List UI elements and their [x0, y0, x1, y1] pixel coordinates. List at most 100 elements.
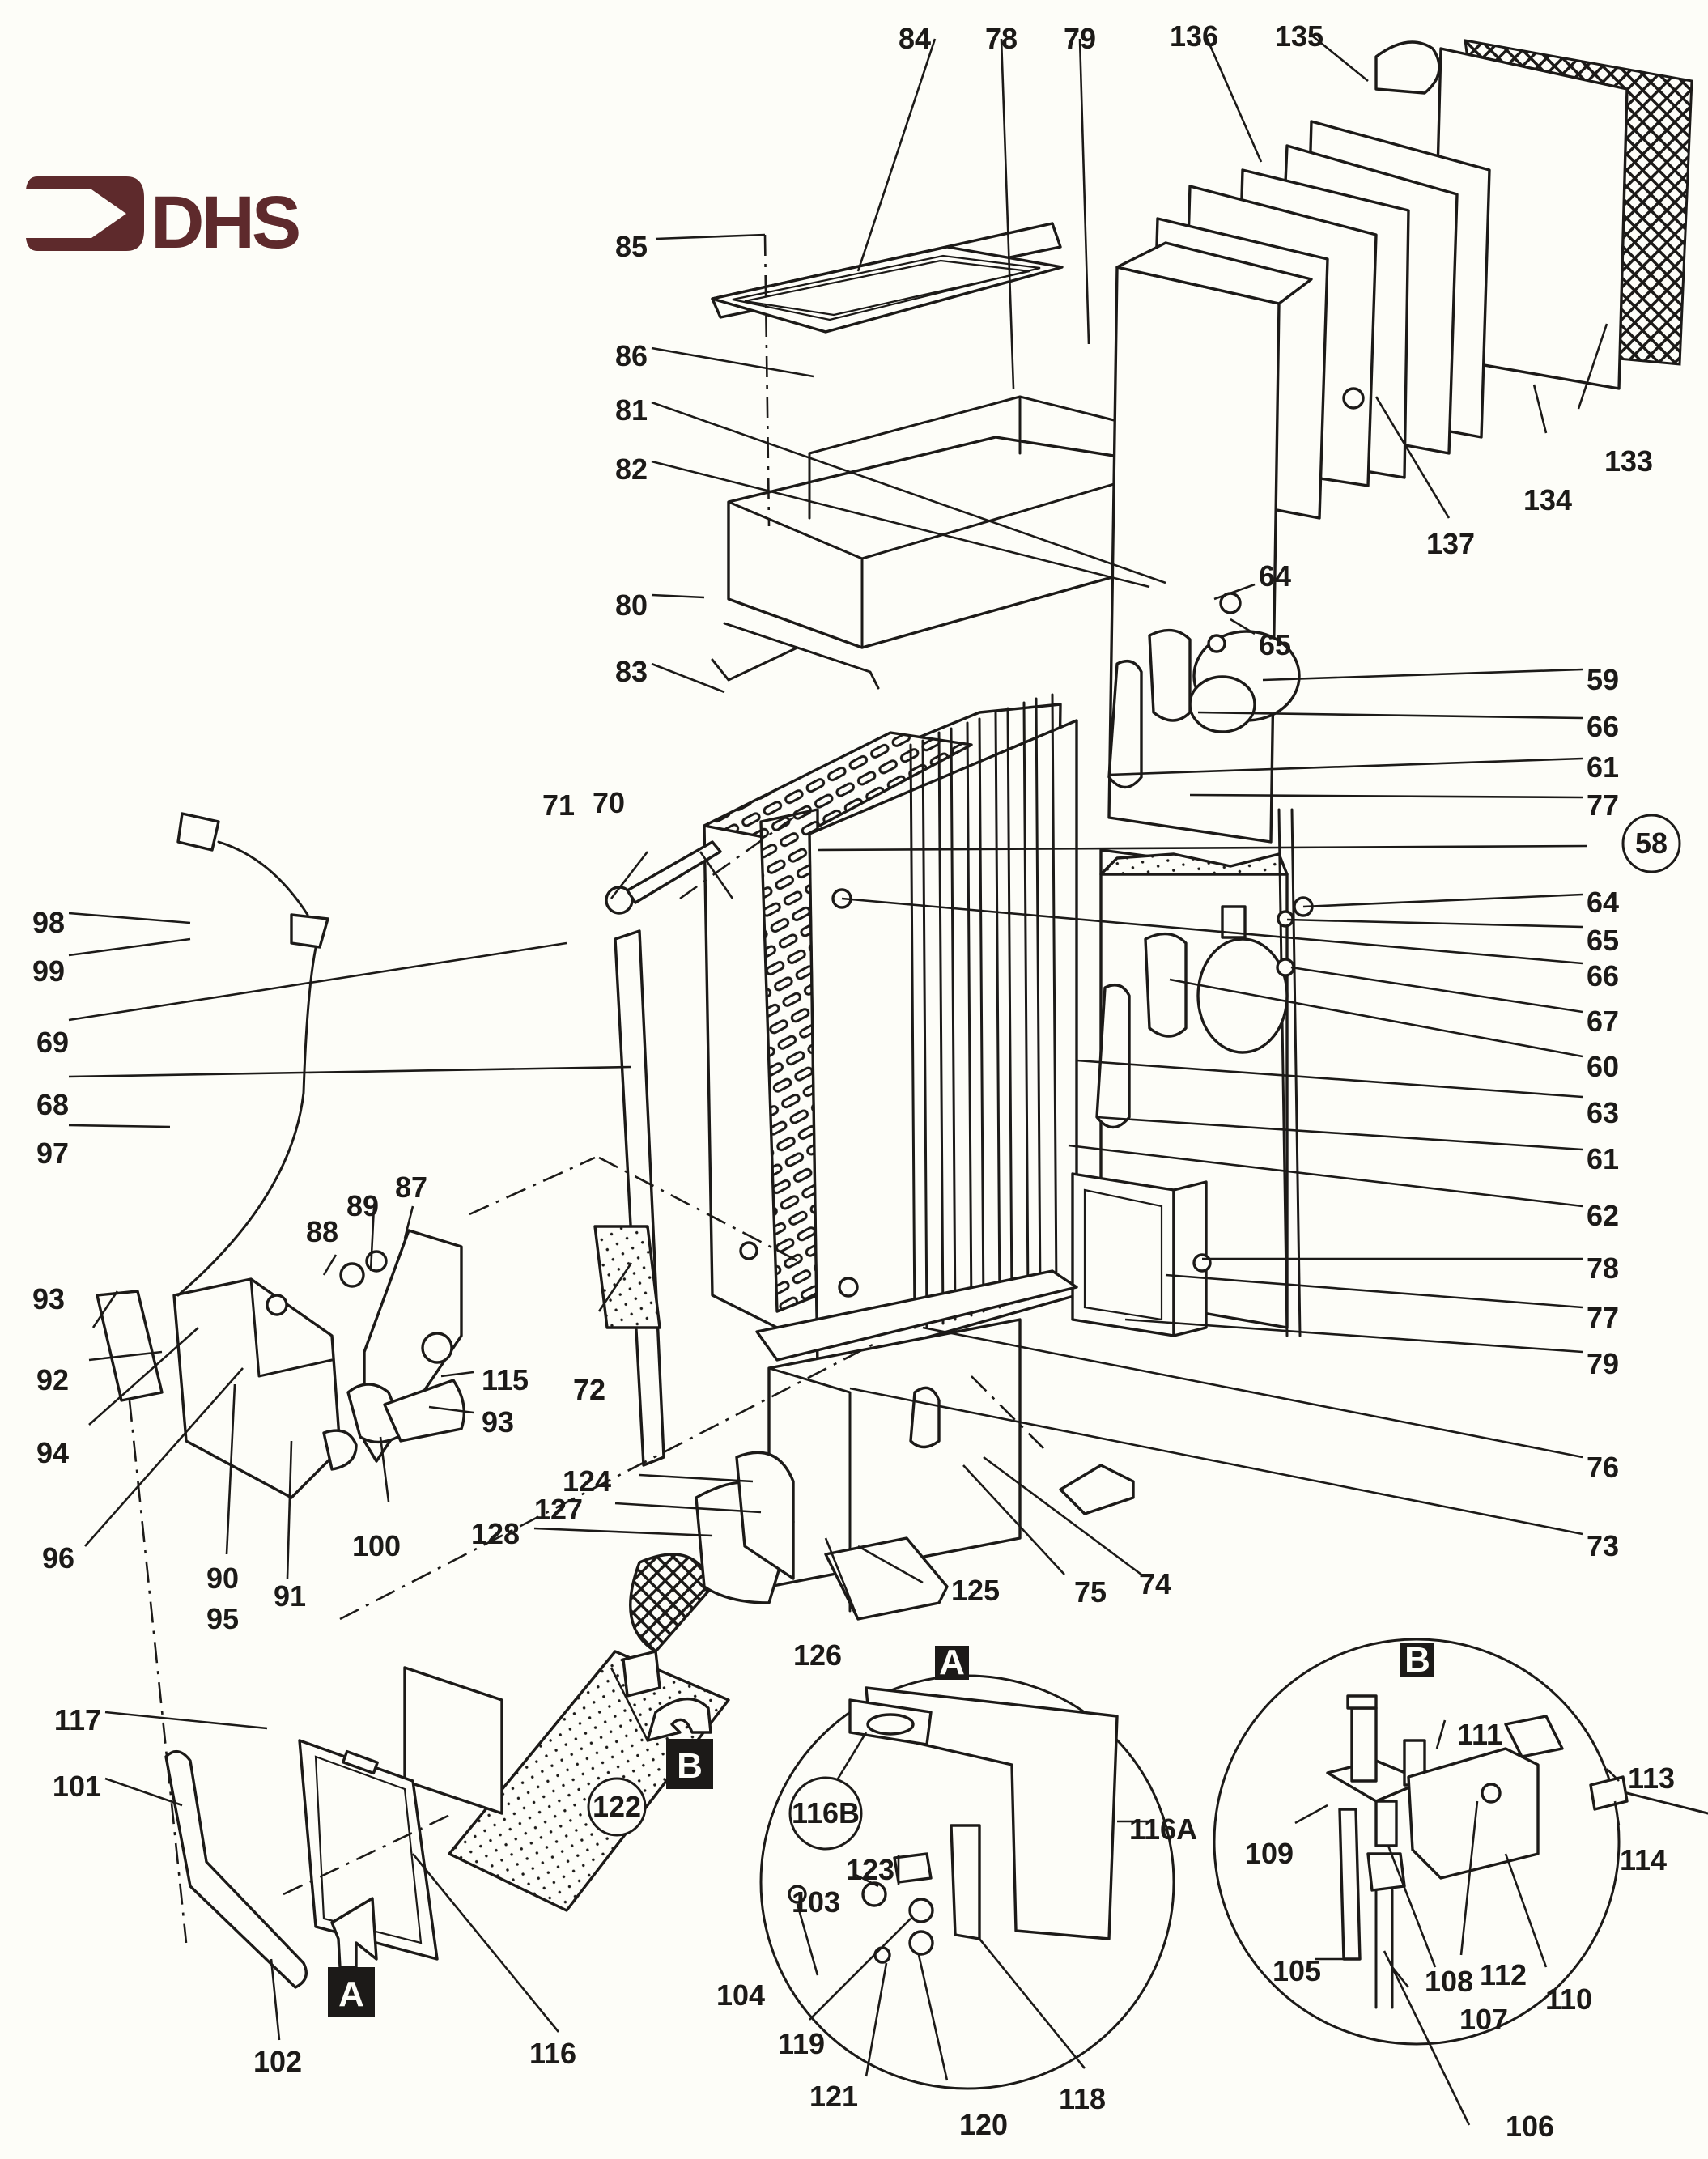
callout-label: 81	[615, 393, 648, 427]
callout-label: 68	[36, 1088, 69, 1121]
callout-circle	[587, 1777, 647, 1837]
callout-104: 104	[716, 1978, 765, 2012]
callout-label: 113	[1628, 1762, 1675, 1795]
lower-gasket-frame-62	[1071, 1172, 1212, 1337]
callout-61b: 61	[1587, 1142, 1619, 1175]
callout-134: 134	[1523, 483, 1572, 516]
callout-84: 84	[899, 22, 931, 55]
callout-114: 114	[1620, 1843, 1667, 1876]
callout-label: 92	[36, 1363, 69, 1396]
detail-view-b-label: B	[1404, 1640, 1430, 1680]
callout-label: 135	[1275, 19, 1323, 53]
callout-128: 128	[471, 1517, 520, 1550]
duct-box-80	[711, 395, 1151, 690]
callout-label: 108	[1425, 1965, 1473, 1998]
callout-label: 116A	[1129, 1813, 1197, 1846]
callout-label: 117	[54, 1703, 101, 1736]
callout-label: 90	[206, 1562, 239, 1595]
callout-136: 136	[1170, 19, 1218, 53]
callout-label: 59	[1587, 663, 1619, 696]
callout-116A: 116A	[1129, 1813, 1197, 1846]
callout-label: 58	[1635, 827, 1668, 860]
callout-112: 112	[1480, 1958, 1527, 1991]
callout-64a: 64	[1259, 559, 1291, 593]
callout-label: 79	[1587, 1347, 1619, 1380]
callout-label: 97	[36, 1137, 69, 1170]
callout-66b: 66	[1587, 959, 1619, 992]
callout-label: 80	[615, 589, 648, 622]
callout-110: 110	[1545, 1983, 1592, 2016]
callout-label: 64	[1259, 559, 1291, 593]
callout-105: 105	[1273, 1954, 1321, 1987]
callout-72: 72	[573, 1373, 605, 1406]
callout-115: 115	[482, 1363, 529, 1396]
callout-label: 75	[1074, 1575, 1107, 1609]
callout-label: 86	[615, 339, 648, 372]
callout-73: 73	[1587, 1529, 1619, 1562]
callout-63: 63	[1587, 1096, 1619, 1129]
callout-108: 108	[1425, 1965, 1473, 1998]
arrow-in-bracket-icon	[26, 176, 144, 251]
callout-91: 91	[274, 1579, 306, 1613]
callout-109: 109	[1245, 1837, 1294, 1870]
callout-78b: 78	[1587, 1252, 1619, 1285]
callout-79a: 79	[1064, 22, 1096, 55]
callout-label: 125	[951, 1574, 1000, 1607]
fan-60	[1095, 896, 1314, 1129]
cable-97	[176, 929, 321, 1297]
callout-70: 70	[593, 786, 625, 819]
callout-98: 98	[32, 906, 65, 939]
callout-label: 107	[1459, 2003, 1508, 2036]
callout-119: 119	[778, 2027, 825, 2060]
callout-label: 106	[1506, 2110, 1554, 2143]
callout-label: 65	[1259, 628, 1291, 661]
callout-label: 77	[1587, 1301, 1619, 1334]
callout-64b: 64	[1587, 886, 1619, 919]
callout-label: 102	[253, 2045, 302, 2078]
callout-100: 100	[352, 1529, 401, 1562]
callout-113: 113	[1628, 1762, 1675, 1795]
fins	[909, 693, 1058, 1329]
callout-label: 127	[534, 1493, 583, 1526]
callout-75: 75	[1074, 1575, 1107, 1609]
callout-label: 88	[306, 1215, 338, 1248]
callout-label: 66	[1587, 710, 1619, 743]
callout-label: 124	[563, 1464, 611, 1498]
callout-92: 92	[36, 1363, 69, 1396]
side-strip-68	[614, 929, 665, 1467]
detail-marker-b: B	[646, 1697, 713, 1789]
leader-lines	[68, 35, 1621, 2126]
flue-terminal	[1107, 39, 1693, 844]
callout-label: 121	[809, 2080, 858, 2113]
callout-67: 67	[1587, 1005, 1619, 1038]
callout-label: 116	[529, 2037, 576, 2070]
callout-122: 122	[587, 1777, 647, 1837]
callout-68: 68	[36, 1088, 69, 1121]
callout-label: 112	[1480, 1958, 1527, 1991]
callout-80: 80	[615, 589, 648, 622]
callout-label: 71	[542, 788, 575, 822]
callout-65a: 65	[1259, 628, 1291, 661]
callout-label: 95	[206, 1602, 239, 1635]
callout-83: 83	[615, 655, 648, 688]
flexible-tape-135	[1374, 40, 1441, 95]
callout-69: 69	[36, 1026, 69, 1059]
callout-74: 74	[1139, 1567, 1171, 1600]
assembly-line-85	[763, 234, 771, 527]
detail-view-a: A	[759, 1643, 1175, 2090]
callout-circle	[1621, 814, 1681, 873]
callout-111: 111	[1457, 1718, 1502, 1751]
callout-label: 115	[482, 1363, 529, 1396]
callout-120: 120	[959, 2108, 1008, 2141]
callout-label: 74	[1139, 1567, 1171, 1600]
callout-label: 60	[1587, 1050, 1619, 1083]
callout-77b: 77	[1587, 1301, 1619, 1334]
callout-99: 99	[32, 954, 65, 988]
callout-label: 72	[573, 1373, 605, 1406]
fan-59	[1107, 592, 1301, 789]
callout-95: 95	[206, 1602, 239, 1635]
callout-86: 86	[615, 339, 648, 372]
gas-valve-94	[96, 1277, 358, 1499]
callout-62: 62	[1587, 1199, 1619, 1232]
callout-label: 83	[615, 655, 648, 688]
